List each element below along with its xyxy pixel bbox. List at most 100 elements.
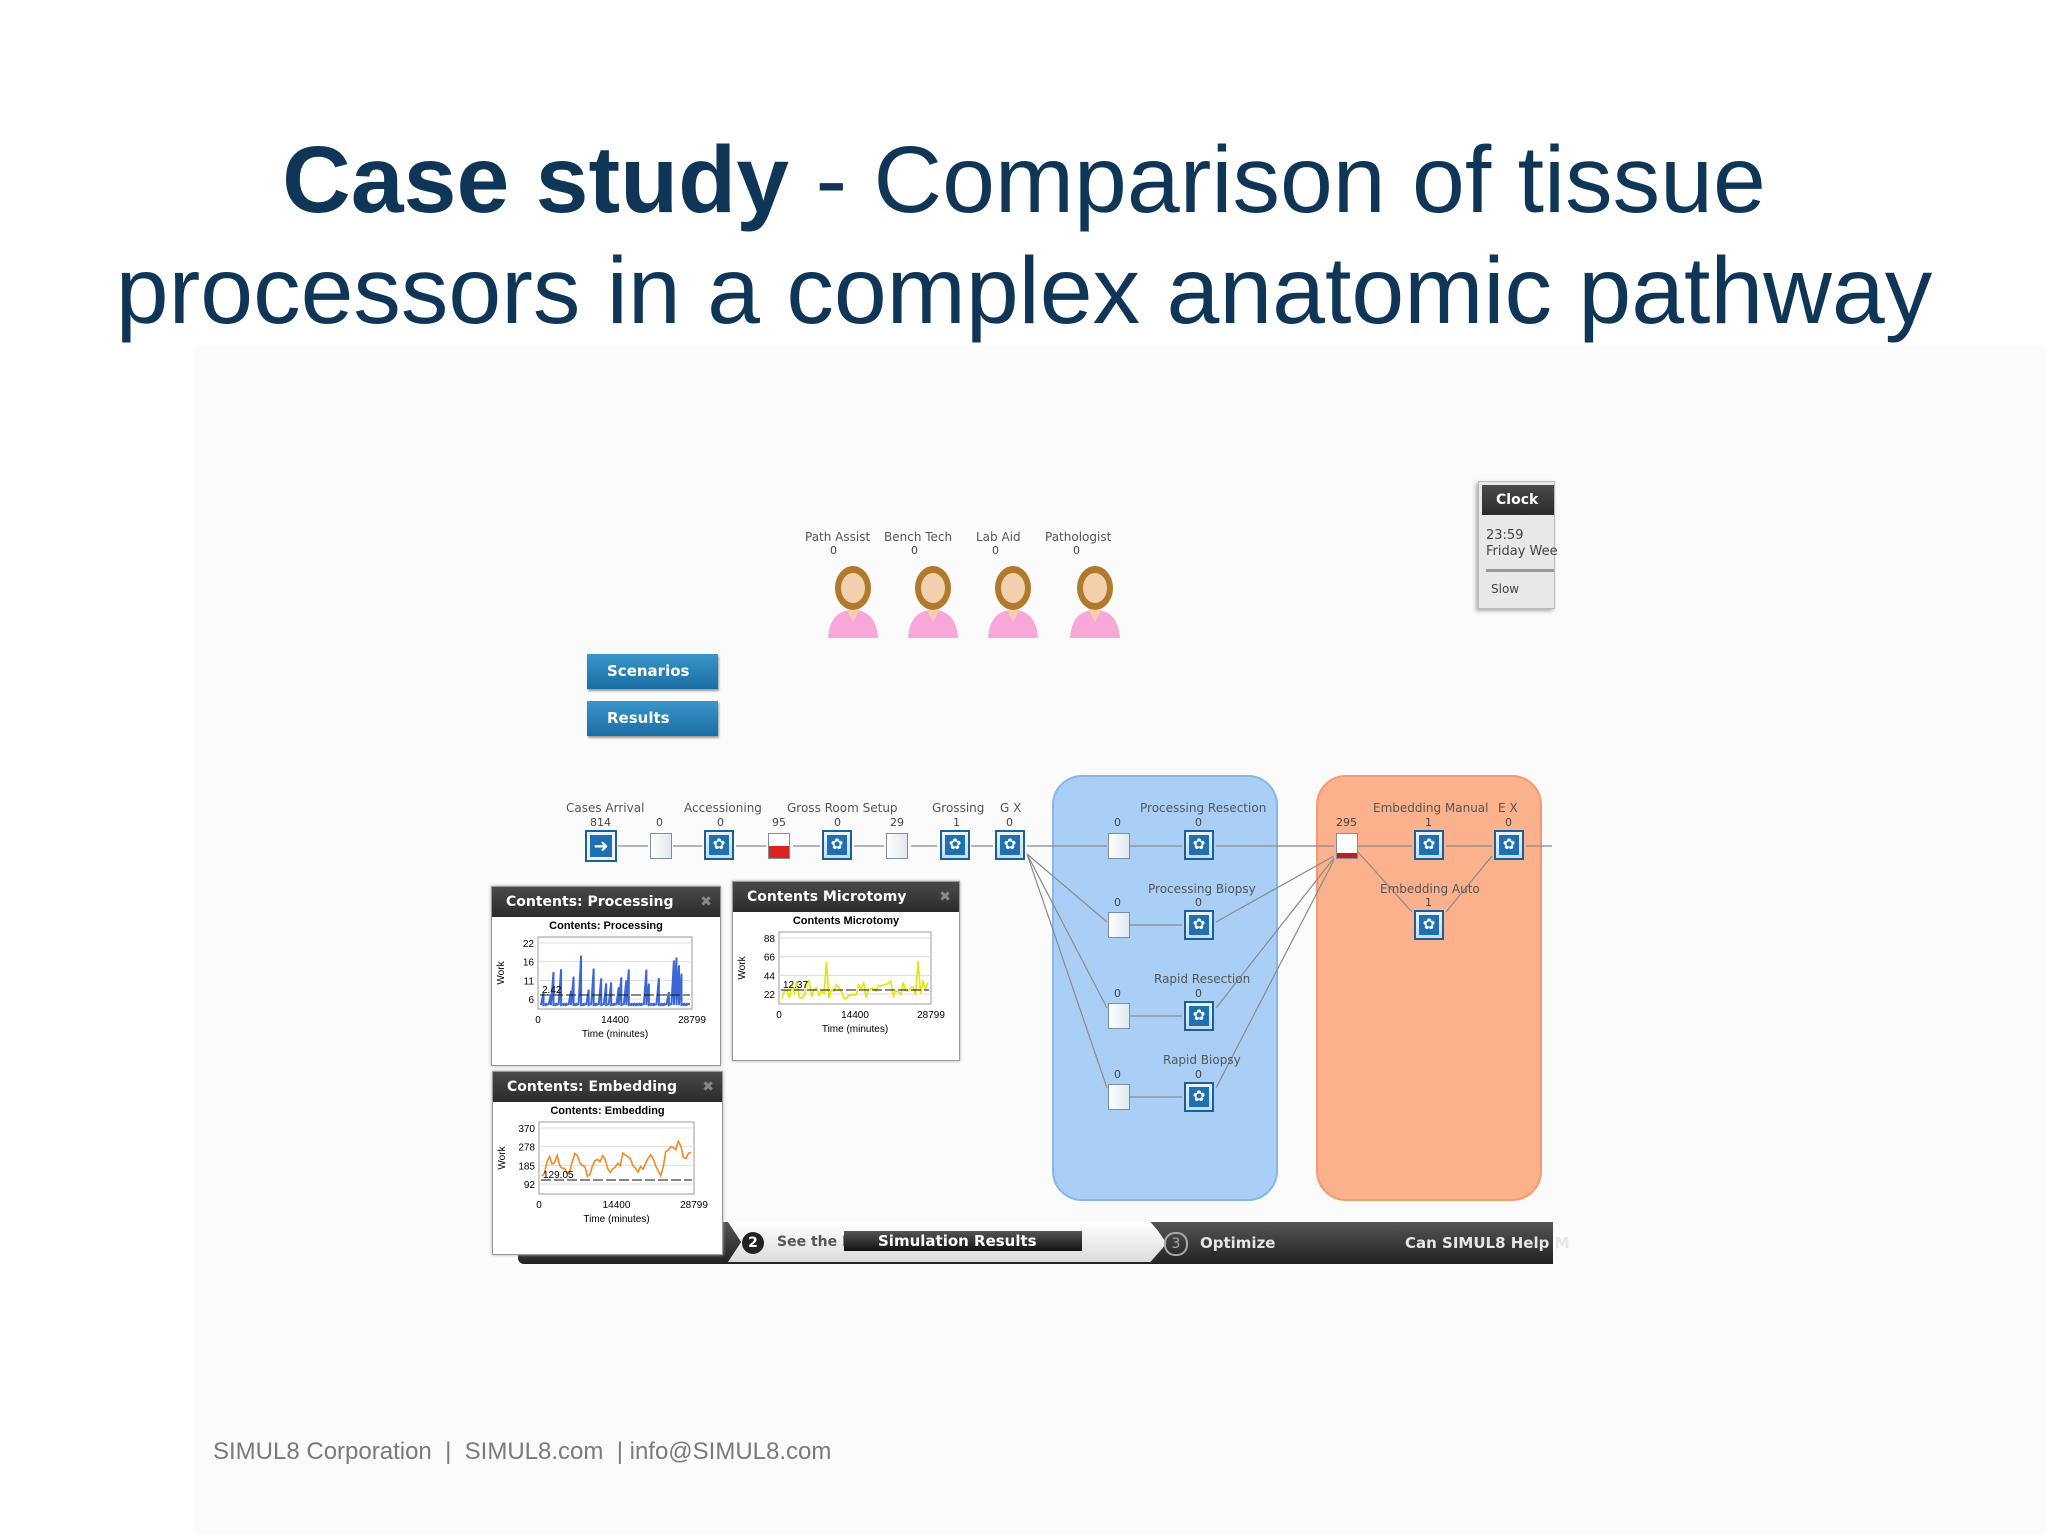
microtomy-chart-header[interactable]: Contents Microtomy ✖: [733, 882, 959, 912]
simulation-results-label: Simulation Results: [878, 1232, 1037, 1250]
results-button-label: Results: [607, 709, 670, 727]
title-line2: processors in a complex anatomic pathway: [115, 238, 1933, 344]
embed-queue-block[interactable]: [1336, 833, 1358, 859]
average-value-label: 12.37: [783, 980, 808, 991]
processing-biopsy-queue-count: 0: [1114, 896, 1121, 909]
y-axis-label: Work: [737, 955, 748, 979]
help-button[interactable]: Can SIMUL8 Help M: [1373, 1222, 1570, 1264]
microtomy-chart-window-title: Contents Microtomy: [747, 889, 907, 905]
chart-title: Contents: Embedding: [550, 1105, 664, 1117]
resource-path-assist-count: 0: [830, 544, 837, 557]
processing-biopsy-block[interactable]: ✿: [1184, 910, 1214, 940]
x-tick-label: 0: [535, 1015, 541, 1026]
gross-room-setup-block[interactable]: ✿: [822, 830, 852, 860]
gear-icon: ✿: [1189, 915, 1209, 935]
rapid-biopsy-queue[interactable]: [1108, 1084, 1130, 1110]
queue2-block[interactable]: [768, 833, 790, 859]
ex-label: E X: [1498, 801, 1518, 815]
plot-area: [778, 931, 932, 1005]
gx-block[interactable]: ✿: [995, 830, 1025, 860]
x-axis-label: Time (minutes): [822, 1024, 888, 1035]
processing-chart-header[interactable]: Contents: Processing ✖: [492, 887, 720, 917]
series-line: [781, 961, 929, 1000]
gear-icon: ✿: [827, 835, 847, 855]
accessioning-label: Accessioning: [684, 801, 762, 815]
queue1-block[interactable]: [650, 833, 672, 859]
rapid-resection-queue-count: 0: [1114, 987, 1121, 1000]
rapid-resection-count: 0: [1195, 987, 1202, 1000]
bench-tech-person-icon[interactable]: [902, 558, 964, 638]
embedding-manual-block[interactable]: ✿: [1414, 830, 1444, 860]
processing-resection-queue[interactable]: [1108, 833, 1130, 859]
chart-title: Contents: Processing: [549, 920, 663, 932]
cases-arrival-block[interactable]: ➜: [585, 830, 617, 862]
gx-count: 0: [1006, 816, 1013, 829]
lab-aid-person-icon[interactable]: [982, 558, 1044, 638]
scenarios-button[interactable]: Scenarios: [587, 654, 718, 689]
clock-widget: Clock 23:59 Friday Wee Slow: [1478, 481, 1558, 609]
series-line: [540, 955, 690, 1007]
rapid-resection-block[interactable]: ✿: [1184, 1001, 1214, 1031]
y-tick-label: 185: [518, 1161, 535, 1172]
y-tick-label: 92: [524, 1180, 536, 1191]
rapid-resection-label: Rapid Resection: [1154, 972, 1251, 986]
step3-tab[interactable]: [1152, 1222, 1390, 1264]
processing-resection-label: Processing Resection: [1140, 801, 1267, 815]
processing-biopsy-count: 0: [1195, 896, 1202, 909]
x-tick-label: 0: [536, 1200, 542, 1211]
y-axis-label: Work: [497, 1145, 508, 1169]
embedding-chart-window[interactable]: Contents: Embedding✖ Contents: Embedding…: [492, 1071, 723, 1255]
clock-slider-track[interactable]: [1486, 569, 1554, 572]
queue3-block[interactable]: [886, 833, 908, 859]
resource-path-assist-label: Path Assist: [805, 530, 871, 544]
chart-title: Contents Microtomy: [793, 915, 900, 927]
close-icon[interactable]: ✖: [700, 894, 712, 910]
gross-room-setup-count: 0: [834, 816, 841, 829]
plot-area: [537, 936, 693, 1010]
path-assist-person-icon[interactable]: [822, 558, 884, 638]
queue3-count: 29: [890, 816, 904, 829]
processing-biopsy-queue[interactable]: [1108, 912, 1130, 938]
embed-queue-count: 295: [1336, 816, 1357, 829]
scenarios-button-label: Scenarios: [607, 662, 690, 680]
close-icon[interactable]: ✖: [702, 1079, 714, 1095]
title-rest: - Comparison of tissue: [789, 127, 1766, 233]
grossing-block[interactable]: ✿: [940, 830, 970, 860]
x-tick-label: 14400: [603, 1200, 631, 1211]
pathologist-person-icon[interactable]: [1064, 558, 1126, 638]
accessioning-block[interactable]: ✿: [704, 830, 734, 860]
grossing-label: Grossing: [932, 801, 985, 815]
embedding-auto-label: Embedding Auto: [1380, 882, 1480, 896]
gear-icon: ✿: [1189, 835, 1209, 855]
processing-biopsy-label: Processing Biopsy: [1148, 882, 1256, 896]
slide-title: Case study - Comparison of tissue proces…: [0, 125, 2048, 347]
y-axis-label: Work: [496, 960, 507, 984]
ex-block[interactable]: ✿: [1494, 830, 1524, 860]
processing-chart-window[interactable]: Contents: Processing ✖ Contents: Processi…: [491, 886, 721, 1066]
embedding-auto-block[interactable]: ✿: [1414, 910, 1444, 940]
cases-arrival-label: Cases Arrival: [566, 801, 645, 815]
embedding-chart-header[interactable]: Contents: Embedding✖: [493, 1072, 722, 1102]
footer: SIMUL8 Corporation | SIMUL8.com | info@S…: [213, 1438, 832, 1465]
processing-resection-block[interactable]: ✿: [1184, 830, 1214, 860]
gear-icon: ✿: [1419, 915, 1439, 935]
rapid-biopsy-queue-count: 0: [1114, 1068, 1121, 1081]
y-tick-label: 278: [518, 1143, 535, 1154]
rapid-biopsy-count: 0: [1195, 1068, 1202, 1081]
x-tick-label: 28799: [917, 1010, 945, 1021]
clock-time: 23:59: [1486, 528, 1524, 543]
processing-resection-queue-count: 0: [1114, 816, 1121, 829]
x-tick-label: 0: [776, 1010, 782, 1021]
resource-pathologist-count: 0: [1073, 544, 1080, 557]
close-icon[interactable]: ✖: [939, 889, 951, 905]
processing-chart-window-title: Contents: Processing: [506, 894, 674, 910]
rapid-biopsy-label: Rapid Biopsy: [1163, 1053, 1241, 1067]
results-button[interactable]: Results: [587, 701, 718, 736]
rapid-resection-queue[interactable]: [1108, 1003, 1130, 1029]
simulation-results-tooltip[interactable]: Simulation Results: [844, 1231, 1082, 1251]
rapid-biopsy-block[interactable]: ✿: [1184, 1082, 1214, 1112]
